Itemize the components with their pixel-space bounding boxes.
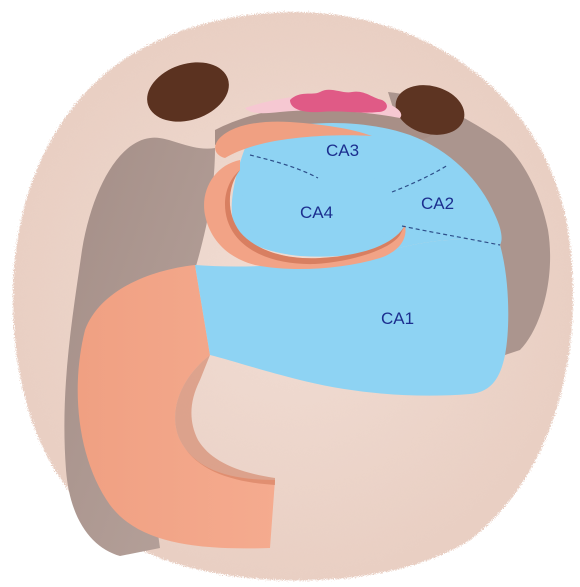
label-ca2: CA2 bbox=[421, 194, 454, 213]
label-ca3: CA3 bbox=[326, 141, 359, 160]
label-ca4: CA4 bbox=[300, 203, 333, 222]
label-ca1: CA1 bbox=[381, 309, 414, 328]
